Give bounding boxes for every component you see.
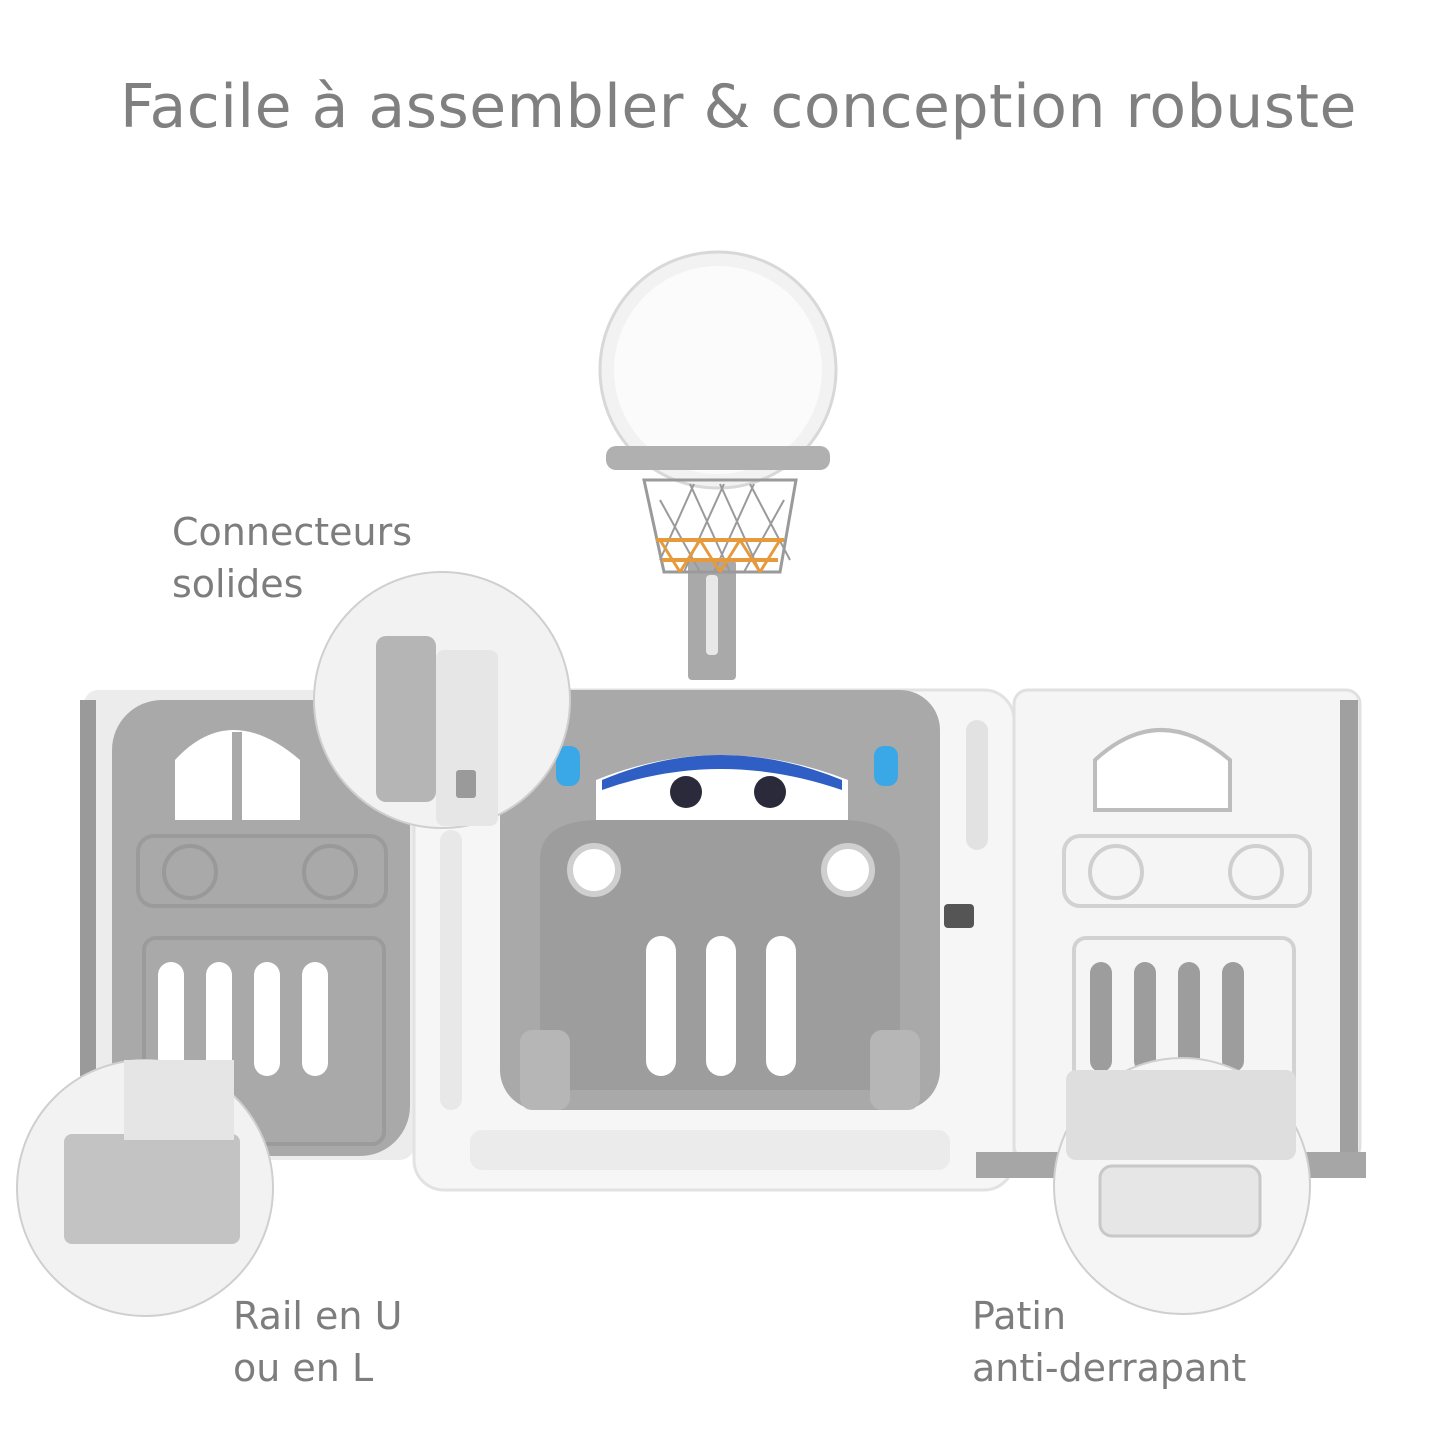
- callout-pad-label: Patin anti-derrapant: [972, 1290, 1246, 1394]
- callout-rail-line1: Rail en U: [233, 1294, 403, 1338]
- page-title: Facile à assembler & conception robuste: [120, 72, 1357, 142]
- left-panel: [80, 690, 414, 1160]
- center-panel: [412, 688, 1016, 1192]
- callout-connectors-line1: Connecteurs: [172, 510, 413, 554]
- callout-pad-line2: anti-derrapant: [972, 1346, 1247, 1390]
- rail-detail-circle: [16, 1059, 274, 1317]
- basketball-hoop: [598, 250, 838, 680]
- pad-detail-circle: [1053, 1057, 1311, 1315]
- callout-connectors-line2: solides: [172, 562, 304, 606]
- callout-connectors-label: Connecteurs solides: [172, 506, 412, 610]
- callout-rail-line2: ou en L: [233, 1346, 374, 1390]
- hoop-net: [642, 478, 798, 574]
- callout-rail-label: Rail en U ou en L: [233, 1290, 402, 1394]
- callout-pad-line1: Patin: [972, 1294, 1067, 1338]
- connector-detail-circle: [313, 571, 571, 829]
